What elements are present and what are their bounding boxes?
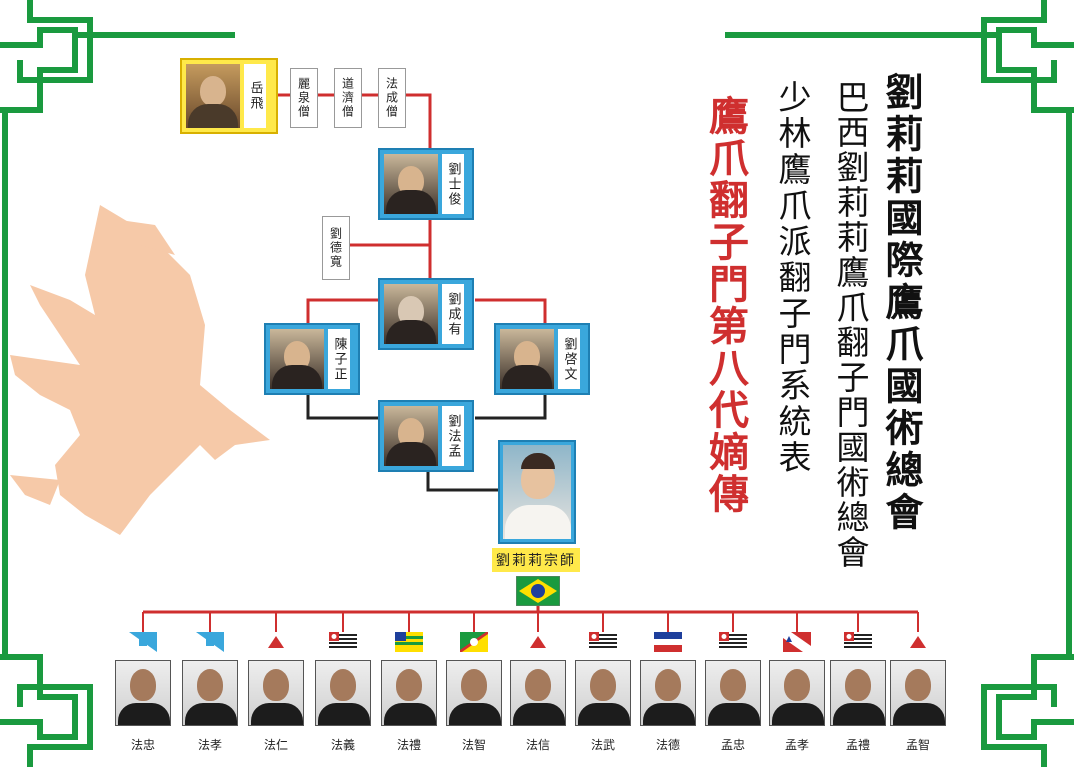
disciple-photo (890, 660, 946, 726)
right-portrait (500, 329, 554, 389)
founder-node: 岳飛 (180, 58, 278, 134)
gen2-name: 劉成有 (442, 284, 464, 344)
disciple-name: 孟孝 (784, 738, 809, 752)
disciple-flag-para-icon (783, 632, 811, 652)
disciple-flag-redstar-icon (654, 632, 682, 652)
disciple-flag-triangle-icon (524, 632, 552, 652)
disciple-name: 法智 (461, 738, 486, 752)
title-col-4: 鷹爪翻子門第八代嫡傳 (702, 95, 748, 515)
eagle-silhouette (10, 205, 270, 535)
disciple-flag-stripes-icon (589, 632, 617, 652)
disciple-flag-stripes-icon (844, 632, 872, 652)
gen2-portrait (384, 284, 438, 344)
side-member: 劉德寬 (322, 216, 350, 280)
disciple-photo (830, 660, 886, 726)
disciple-flag-stripes-icon (329, 632, 357, 652)
disciple-name: 法武 (590, 738, 615, 752)
monk-3: 法成僧 (378, 68, 406, 128)
right-name: 劉啓文 (558, 329, 580, 389)
disciple-name: 法孝 (197, 738, 222, 752)
disciple-flag-triangle-icon (262, 632, 290, 652)
disciple-photo (248, 660, 304, 726)
left-portrait (270, 329, 324, 389)
left-name: 陳子正 (328, 329, 350, 389)
gen3-node: 劉法孟 (378, 400, 474, 472)
disciple-flag-stripes-icon (719, 632, 747, 652)
grandmaster-portrait (498, 440, 576, 544)
disciple-photo (575, 660, 631, 726)
monk-1: 麗泉僧 (290, 68, 318, 128)
founder-portrait (186, 64, 240, 128)
gen1-node: 劉士俊 (378, 148, 474, 220)
title-col-3: 少林鷹爪派翻子門系統表 (773, 80, 812, 476)
disciple-name: 法仁 (263, 738, 288, 752)
right-node: 劉啓文 (494, 323, 590, 395)
gen3-name: 劉法孟 (442, 406, 464, 466)
disciple-name: 法信 (525, 738, 550, 752)
disciple-flag-rio-icon (196, 632, 224, 652)
disciple-name: 孟忠 (720, 738, 745, 752)
founder-name: 岳飛 (244, 64, 266, 128)
disciple-photo (640, 660, 696, 726)
gen1-portrait (384, 154, 438, 214)
disciple-photo (769, 660, 825, 726)
disciple-name: 法義 (330, 738, 355, 752)
disciple-flag-rs-icon (460, 632, 488, 652)
disciple-photo (381, 660, 437, 726)
disciple-name: 孟禮 (845, 738, 870, 752)
disciple-flag-goias-icon (395, 632, 423, 652)
gen3-portrait (384, 406, 438, 466)
disciple-photo (510, 660, 566, 726)
disciple-photo (182, 660, 238, 726)
grandmaster-label: 劉莉莉宗師 (492, 548, 580, 572)
disciple-name: 法忠 (130, 738, 155, 752)
disciple-flag-triangle-icon (904, 632, 932, 652)
disciple-flag-rio-icon (129, 632, 157, 652)
left-node: 陳子正 (264, 323, 360, 395)
gen2-node: 劉成有 (378, 278, 474, 350)
disciple-photo (115, 660, 171, 726)
gen1-name: 劉士俊 (442, 154, 464, 214)
monk-2: 道濟僧 (334, 68, 362, 128)
disciple-name: 法禮 (396, 738, 421, 752)
disciple-photo (446, 660, 502, 726)
disciple-name: 法德 (655, 738, 680, 752)
disciple-name: 孟智 (905, 738, 930, 752)
brazil-flag-icon (516, 576, 560, 606)
title-col-2: 巴西劉莉莉鷹爪翻子門國術總會 (831, 80, 870, 570)
disciple-photo (705, 660, 761, 726)
title-col-1: 劉莉莉國際鷹爪國術總會 (879, 72, 923, 534)
disciple-photo (315, 660, 371, 726)
